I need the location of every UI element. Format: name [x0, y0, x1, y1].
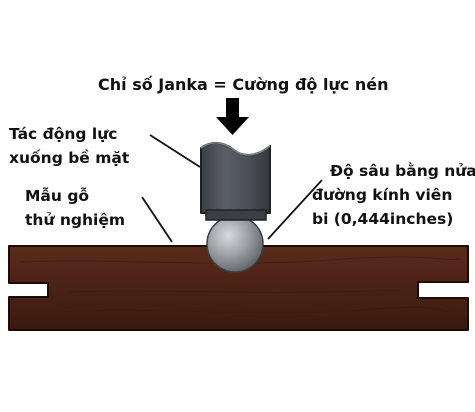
plunger-body: [200, 142, 271, 214]
wood-board-shape: [8, 245, 469, 331]
depth-label-line3: bi (0,444inches): [312, 210, 454, 228]
wood-grain: [19, 256, 461, 314]
janka-title: Chỉ số Janka = Cường độ lực nén: [98, 75, 389, 94]
sample-label-line1: Mẫu gỗ: [25, 187, 90, 205]
ball-shape: [206, 215, 264, 273]
steel-ball: [206, 215, 264, 273]
down-arrow-icon: [216, 98, 249, 135]
depth-label-line2: đường kính viên: [312, 186, 453, 204]
force-label-line1: Tác động lực: [9, 125, 118, 143]
force-pointer-line: [149, 134, 201, 168]
plunger-top-lip: [200, 142, 271, 156]
depth-pointer-line: [267, 179, 323, 240]
force-label-line2: xuống bề mặt: [9, 149, 130, 167]
sample-label-line2: thử nghiệm: [25, 211, 126, 229]
press-plunger: [200, 142, 271, 221]
plunger-foot: [205, 209, 267, 221]
depth-label-line1: Độ sâu bằng nửa: [330, 162, 475, 180]
sample-pointer-line: [141, 196, 173, 243]
wood-sample: [8, 245, 469, 331]
